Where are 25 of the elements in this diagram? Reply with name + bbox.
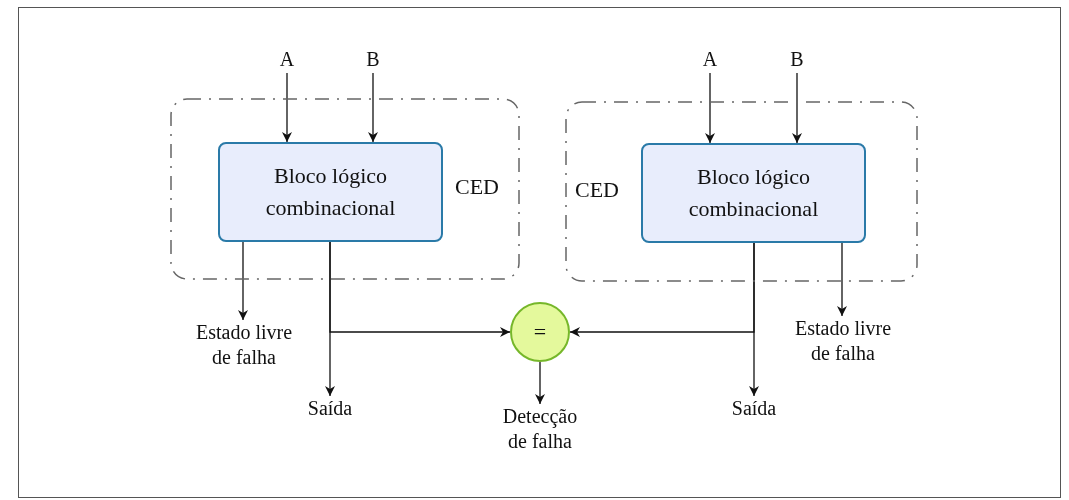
arrow — [569, 242, 755, 337]
signal-label: Estado livre de falha — [784, 316, 902, 366]
group-label: CED — [455, 173, 499, 201]
arrow — [705, 72, 715, 144]
signal-label: A — [272, 47, 302, 73]
signal-label: B — [782, 47, 812, 73]
signal-label: Detecção de falha — [500, 404, 580, 454]
comparator-circle: = — [510, 302, 570, 362]
signal-label: Estado livre de falha — [185, 320, 303, 370]
logic-block: Bloco lógico combinacional — [218, 142, 443, 242]
arrow — [329, 241, 511, 337]
arrow — [368, 72, 378, 143]
arrow — [282, 72, 292, 143]
arrow — [792, 72, 802, 144]
signal-label: B — [358, 47, 388, 73]
signal-label: Saída — [719, 396, 789, 422]
group-label: CED — [575, 176, 619, 204]
arrow — [535, 361, 545, 405]
dashed-boundary — [170, 98, 520, 280]
arrow — [238, 241, 248, 321]
signal-label: Saída — [295, 396, 365, 422]
arrow — [837, 242, 847, 317]
logic-block: Bloco lógico combinacional — [641, 143, 866, 243]
signal-label: A — [695, 47, 725, 73]
dashed-boundary — [565, 101, 918, 282]
